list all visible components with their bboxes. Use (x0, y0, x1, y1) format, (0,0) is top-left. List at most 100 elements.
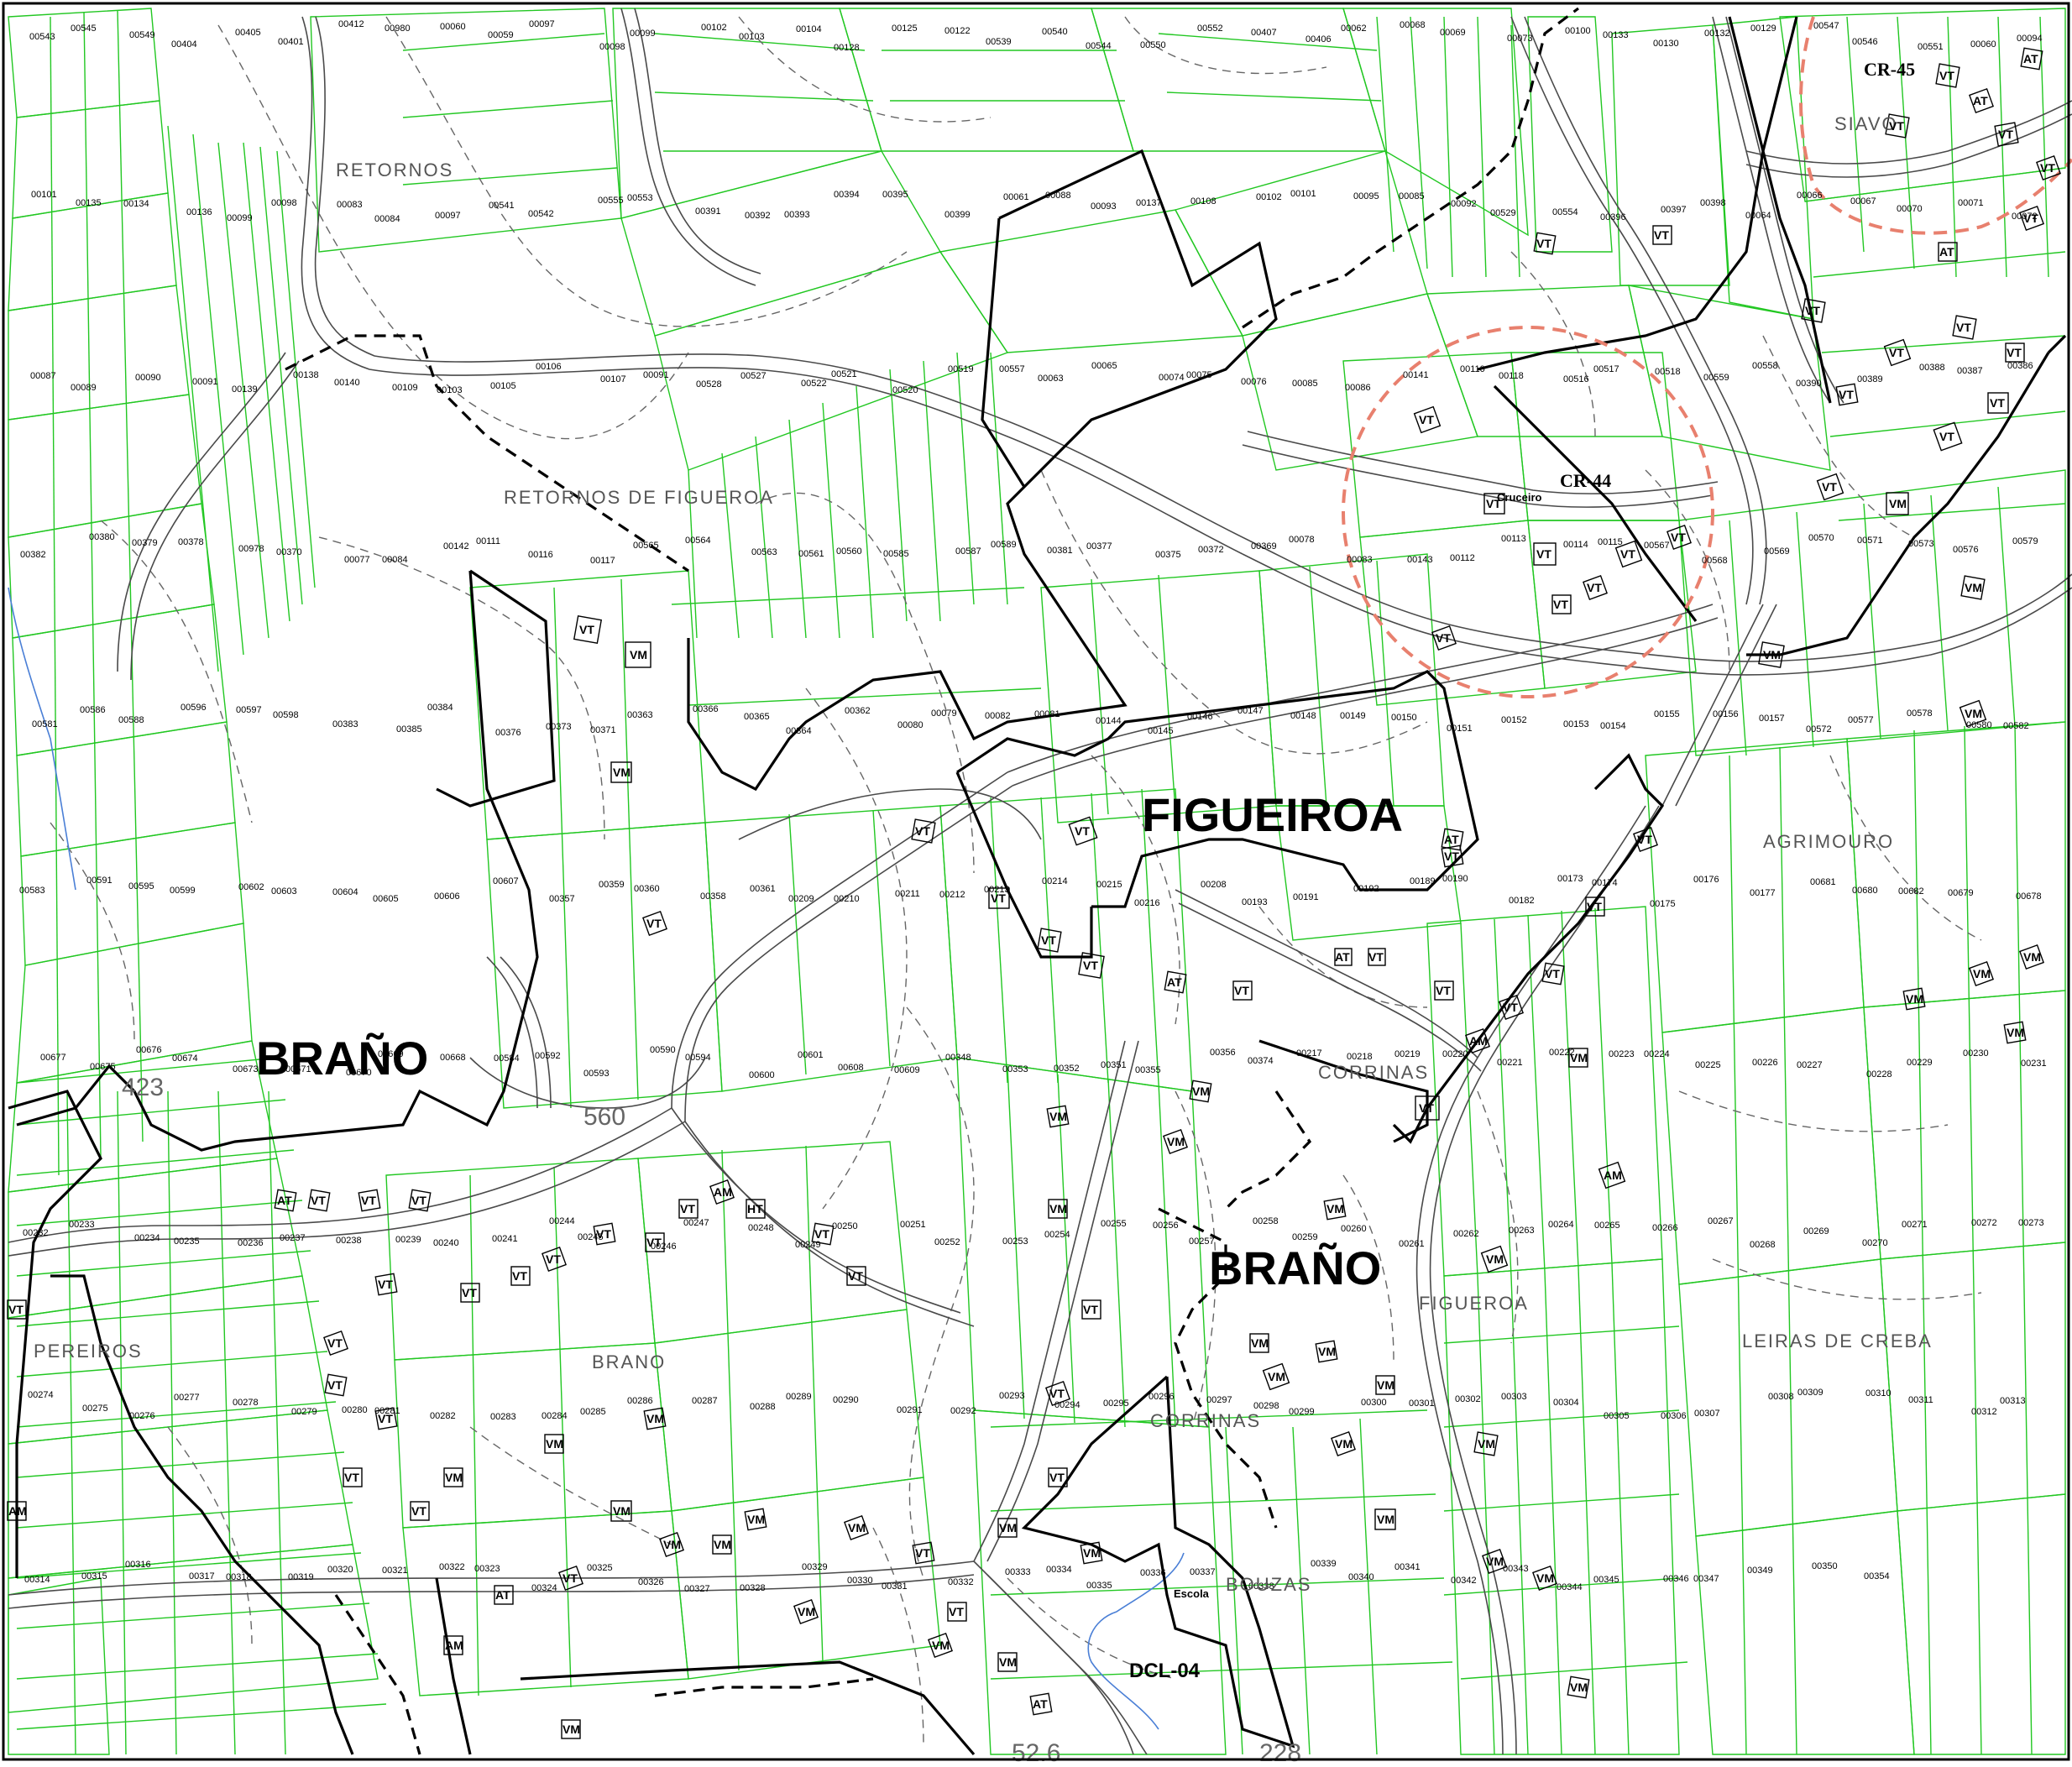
building-type-label: VM (1335, 1437, 1353, 1451)
parcel-number: 00284 (542, 1411, 568, 1421)
zone-cr45[interactable]: CR-45 (1864, 59, 1915, 80)
parcel-number: 00580 (1966, 720, 1992, 730)
building-footprint (1331, 1431, 1356, 1456)
parcel-number: 00356 (1210, 1048, 1236, 1058)
parcel-number: 00092 (1451, 199, 1477, 209)
building-type-label: VM (613, 766, 630, 779)
building-type-label: VT (915, 824, 930, 838)
parcel-number: 00677 (40, 1053, 66, 1063)
parcel-number: 00240 (433, 1238, 459, 1248)
parcel-number: 00103 (437, 385, 463, 395)
parcel-number: 00395 (882, 190, 908, 200)
building-type-label: VT (1075, 824, 1090, 838)
parcel-number: 00122 (944, 26, 971, 36)
parcel-number: 00522 (801, 379, 827, 389)
building-type-label: VT (1503, 1001, 1518, 1014)
building-type-label: VM (747, 1513, 765, 1526)
building-footprint (408, 1189, 432, 1212)
parcel-number: 00305 (1604, 1411, 1630, 1421)
parcel-number: 00211 (895, 889, 920, 899)
parcel-number: 00276 (129, 1411, 155, 1421)
building-type-label: VT (1419, 1101, 1434, 1115)
building-type-label: VM (1318, 1345, 1336, 1358)
place-corrinas-north: CORRINAS (1318, 1062, 1429, 1083)
parcel-number: 00363 (627, 710, 653, 720)
building-footprint (1938, 242, 1958, 262)
parcel-number: 00142 (443, 541, 469, 552)
building-footprint (2020, 47, 2043, 71)
place-corrinas-south: CORRINAS (1150, 1410, 1261, 1431)
building-type-label: VT (462, 1286, 477, 1299)
parcel-number: 00563 (751, 547, 777, 557)
parcel-number: 00261 (1399, 1239, 1425, 1249)
building-type-label: VT (1822, 480, 1837, 494)
parcel-number: 00570 (1808, 533, 1834, 543)
parcel-number: 00326 (638, 1577, 664, 1587)
parcel-number: 00609 (894, 1065, 920, 1075)
building-type-label: VT (1041, 933, 1056, 947)
place-brano-west: BRAÑO (256, 1032, 428, 1085)
building-footprint (1987, 392, 2009, 414)
parcel-number: 00568 (1702, 556, 1728, 566)
parcel-number: 00088 (1045, 191, 1071, 201)
parcel-number: 00247 (683, 1218, 709, 1228)
parcel-number: 00074 (1159, 373, 1185, 383)
building-footprint (712, 1534, 732, 1555)
building-type-label: VT (546, 1252, 561, 1266)
parcel-number: 00385 (396, 724, 422, 735)
building-footprint (1935, 63, 1960, 88)
parcel-number: 00315 (81, 1571, 107, 1581)
parcel-number: 00104 (796, 24, 822, 34)
parcel-number: 00519 (948, 364, 974, 374)
parcel-number: 00340 (1348, 1572, 1374, 1582)
building-type-label: VT (1839, 388, 1854, 401)
parcel-number: 00246 (651, 1242, 677, 1252)
parcel-number: 00412 (338, 19, 364, 29)
parcel-number: 00319 (288, 1572, 314, 1582)
building-footprint (610, 1500, 632, 1522)
building-footprint (709, 1179, 735, 1205)
parcel-number: 00288 (750, 1402, 776, 1412)
building-type-label: VM (1763, 648, 1781, 661)
building-footprint (443, 1467, 463, 1487)
building-footprint (358, 1189, 381, 1212)
elevation-560: 560 (583, 1103, 625, 1131)
building-footprint (1758, 641, 1785, 668)
protection-circles (1342, 16, 2072, 698)
building-footprint (1933, 421, 1963, 452)
parcel-number: 00237 (280, 1233, 306, 1243)
building-footprint (1483, 493, 1505, 515)
parcel-number: 00111 (476, 536, 500, 546)
building-type-label: VM (1083, 1546, 1101, 1560)
parcel-number: 00517 (1593, 364, 1619, 374)
parcel-number: 00192 (1353, 884, 1379, 894)
parcel-number: 00375 (1155, 550, 1181, 560)
parcel-number: 00398 (1700, 198, 1726, 208)
building-footprint (1568, 1048, 1588, 1068)
zone-cr44[interactable]: CR-44 (1560, 470, 1611, 491)
building-type-label: AT (1167, 975, 1182, 989)
building-type-label: VT (1805, 304, 1820, 317)
place-retornos-figueroa: RETORNOS DE FIGUEROA (504, 487, 774, 508)
building-type-label: AT (1033, 1697, 1048, 1711)
parcel-number: 00273 (2018, 1218, 2044, 1228)
parcel-number: 00102 (1256, 192, 1282, 202)
parcel-number: 00257 (1189, 1236, 1215, 1247)
building-type-label: VM (999, 1655, 1017, 1669)
parcel-number: 00590 (650, 1045, 676, 1055)
building-type-label: VT (1889, 346, 1904, 359)
parcel-number: 00371 (590, 725, 616, 735)
building-type-label: VT (378, 1412, 393, 1425)
parcel-number: 00295 (1103, 1398, 1129, 1409)
parcel-number: 00579 (2012, 536, 2038, 546)
building-footprint (844, 1515, 869, 1540)
building-type-label: AT (495, 1588, 510, 1602)
building-type-label: AM (714, 1185, 732, 1199)
zone-dcl04[interactable]: DCL-04 (1129, 1660, 1201, 1682)
parcel-number: 00232 (23, 1228, 49, 1238)
parcel-number: 00528 (696, 379, 722, 389)
building-footprint (1374, 1508, 1396, 1530)
